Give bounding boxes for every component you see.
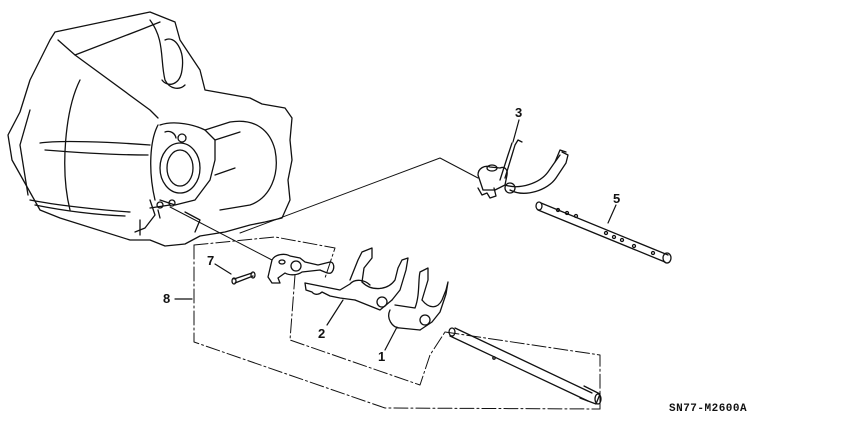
callout-8: 8 — [163, 291, 171, 306]
spring-pin-7 — [232, 272, 255, 284]
callout-3: 3 — [515, 105, 523, 120]
assembly-group-8-outline — [194, 237, 600, 409]
callout-1: 1 — [378, 349, 386, 364]
shift-shaft-5 — [536, 202, 671, 263]
callout-5: 5 — [613, 191, 621, 206]
shift-piece — [268, 254, 334, 283]
diagram-reference-code: SN77-M2600A — [669, 403, 748, 415]
shift-shaft — [449, 328, 601, 404]
shift-fork-1 — [389, 268, 448, 330]
shift-fork-3 — [478, 140, 568, 198]
callout-2: 2 — [318, 326, 326, 341]
callout-leaders — [175, 120, 616, 350]
transmission-housing — [8, 12, 292, 246]
callout-7: 7 — [207, 253, 215, 268]
shift-fork-2 — [305, 248, 408, 310]
leader-lines — [170, 158, 478, 260]
